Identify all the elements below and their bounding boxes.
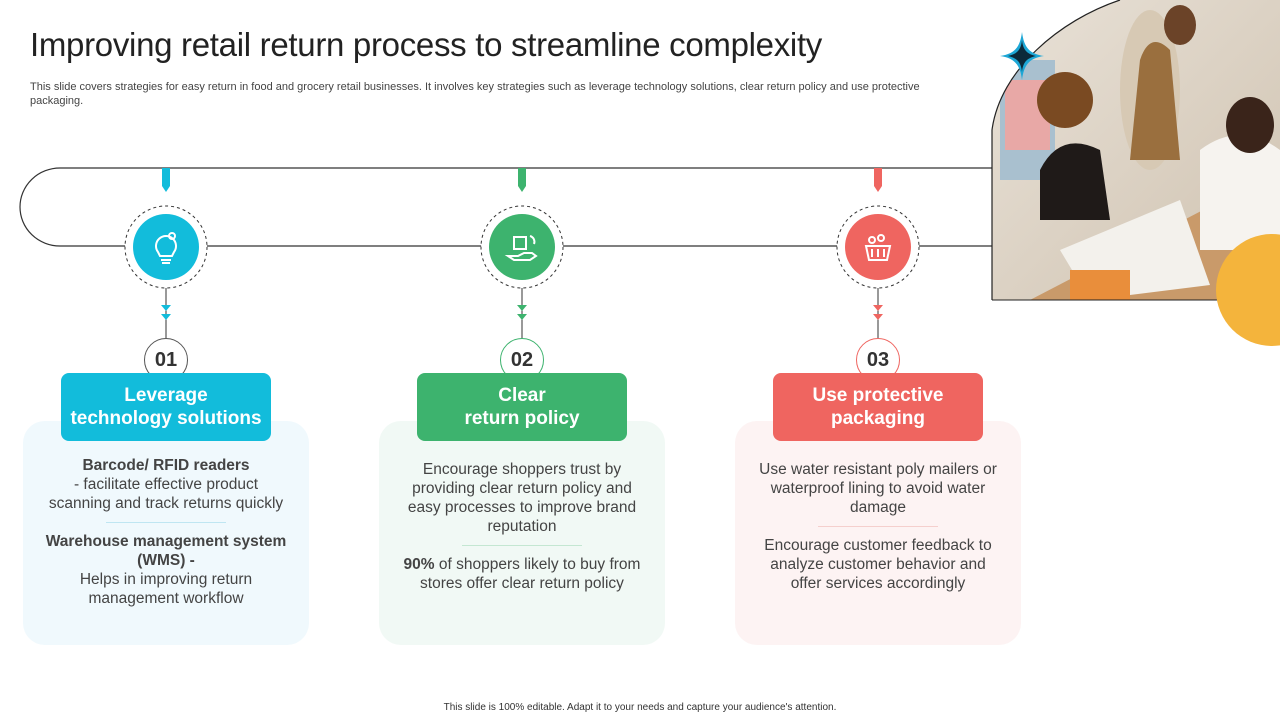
step-3-header-line1: Use protective: [812, 385, 944, 406]
step-2-p2-text: of shoppers likely to buy from stores of…: [420, 556, 641, 592]
step-2-p2-bold: 90%: [403, 556, 435, 573]
slide-title: Improving retail return process to strea…: [30, 26, 823, 63]
step-2-card: [379, 421, 665, 645]
step-3-header-line2: packaging: [831, 408, 925, 429]
step-2-header-line1: Clear: [498, 385, 546, 406]
slide-subtitle: This slide covers strategies for easy re…: [30, 81, 920, 107]
step-3-p1-text: Use water resistant poly mailers or wate…: [759, 461, 997, 516]
step-1-body: Barcode/ RFID readers - facilitate effect…: [41, 456, 291, 608]
step-1-p1-text: - facilitate effective product scanning …: [48, 476, 284, 512]
step-2-header-line2: return policy: [464, 408, 580, 429]
step-2-body: Encourage shoppers trust by providing cl…: [397, 460, 647, 593]
idea-gear-icon: [155, 232, 177, 264]
step-1-header-line2: technology solutions: [70, 408, 262, 429]
step-3-card: [735, 421, 1021, 645]
step-1-card: [23, 421, 309, 645]
step-3-p2-text: Encourage customer feedback to analyze c…: [764, 537, 992, 592]
step-1-p2-bold: Warehouse management system (WMS) -: [45, 533, 287, 569]
step-2-p1-text: Encourage shoppers trust by providing cl…: [407, 461, 637, 535]
return-box-hand-icon: [504, 235, 538, 261]
yellow-circle-decoration: [1216, 234, 1280, 346]
grocery-basket-icon: [864, 234, 892, 261]
step-1-icon-circle: [124, 205, 208, 289]
step-3-icon-circle: [836, 205, 920, 289]
step-1-p2-text: Helps in improving return management wor…: [79, 571, 253, 607]
slide-footer: This slide is 100% editable. Adapt it to…: [443, 702, 837, 713]
step-3-body: Use water resistant poly mailers or wate…: [753, 460, 1003, 593]
step-2-icon-circle: [480, 205, 564, 289]
step-1-p1-bold: Barcode/ RFID readers: [82, 457, 250, 474]
step-1-header-line1: Leverage: [124, 385, 208, 406]
sparkle-icon: [1000, 32, 1044, 80]
